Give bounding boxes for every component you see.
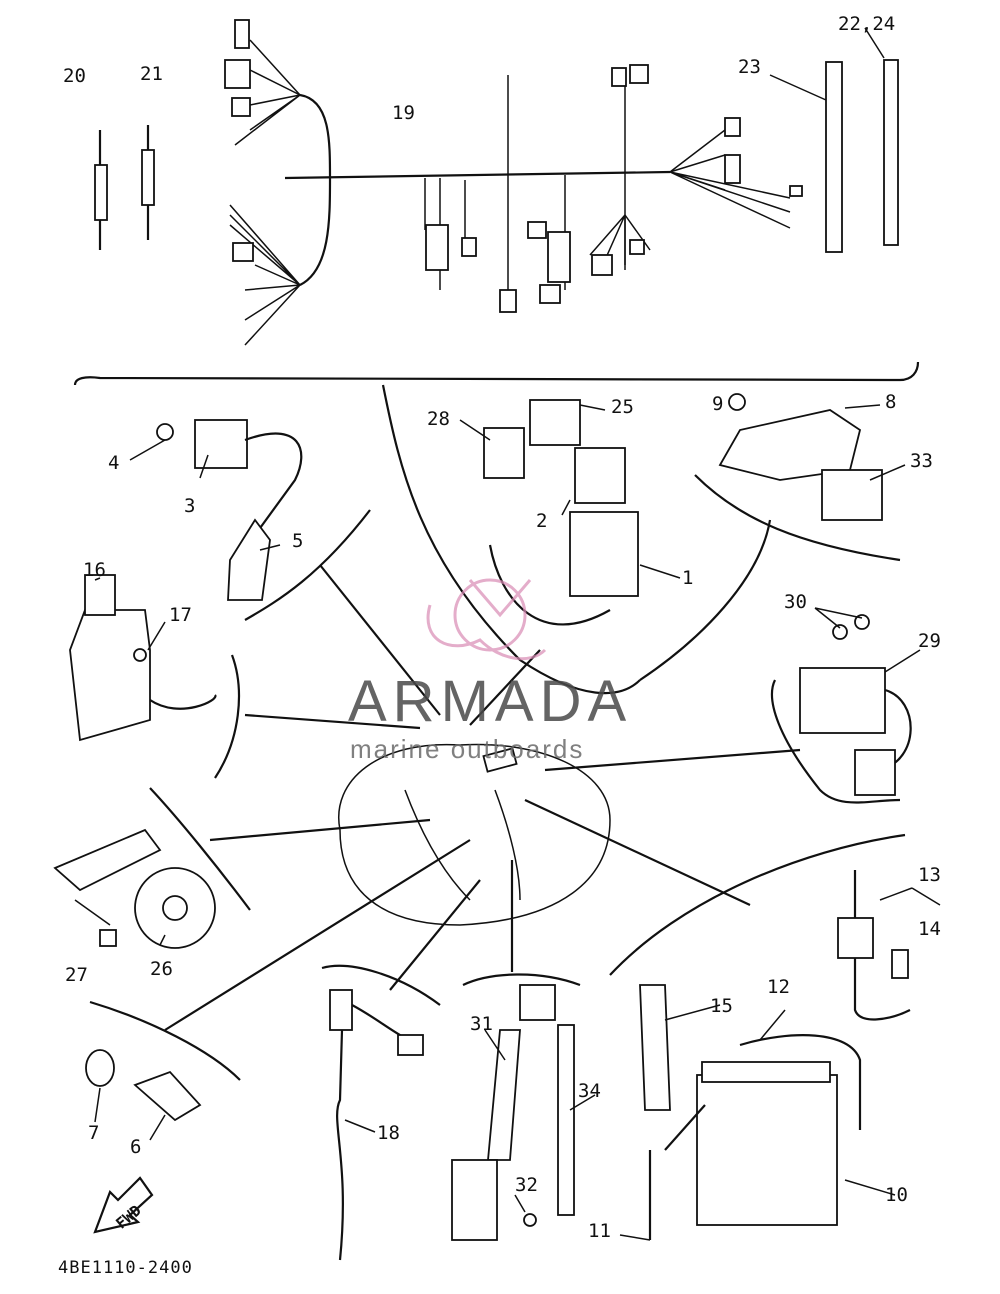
watermark-brand: ARMADA [348, 669, 633, 734]
frame-sketch [338, 743, 611, 926]
callout-11: 11 [588, 1220, 611, 1242]
callout-6: 6 [130, 1136, 142, 1158]
lead-cable [329, 989, 424, 1261]
callout-33: 33 [910, 450, 933, 472]
callout-7: 7 [88, 1122, 100, 1144]
screws [94, 125, 155, 250]
callout-32: 32 [515, 1174, 538, 1196]
wiring-harness [224, 19, 803, 346]
callout-28: 28 [427, 408, 450, 430]
neutral-switch [85, 1049, 202, 1141]
fwd-arrow [93, 1176, 154, 1234]
callout-15: 15 [710, 995, 733, 1017]
rectifier [837, 870, 941, 1021]
callout-9: 9 [712, 393, 724, 415]
starter-relay [799, 607, 921, 796]
main-switch [69, 574, 217, 742]
callout-29: 29 [918, 630, 941, 652]
callout-8: 8 [885, 391, 897, 413]
callout-12: 12 [767, 976, 790, 998]
callout-10: 10 [885, 1184, 908, 1206]
callout-26: 26 [150, 958, 173, 980]
callout-30: 30 [784, 591, 807, 613]
drawing-code: 4BE1110-2400 [58, 1258, 193, 1278]
leader-lines [164, 564, 801, 1031]
callout-19: 19 [392, 102, 415, 124]
battery [619, 984, 896, 1241]
ignition-coil [129, 419, 303, 601]
callout-31: 31 [470, 1013, 493, 1035]
callout-1: 1 [682, 567, 694, 589]
callout-25: 25 [611, 396, 634, 418]
callout-14: 14 [918, 918, 941, 940]
callout-27: 27 [65, 964, 88, 986]
callout-23: 23 [738, 56, 761, 78]
callout-20: 20 [63, 65, 86, 87]
callout-16: 16 [83, 559, 106, 581]
callout-3: 3 [184, 495, 196, 517]
sender-group [451, 984, 596, 1241]
horn [53, 828, 216, 949]
section-dividers [73, 361, 920, 1081]
regulator [718, 393, 906, 521]
callout-22-24: 22,24 [838, 13, 896, 35]
watermark-tagline: marine outboards [350, 734, 585, 764]
callout-5: 5 [292, 530, 304, 552]
callout-13: 13 [918, 864, 941, 886]
relay-group [459, 399, 681, 626]
watermark-logo [426, 578, 547, 661]
callout-17: 17 [169, 604, 192, 626]
callout-34: 34 [578, 1080, 601, 1102]
callout-21: 21 [140, 63, 163, 85]
callout-4: 4 [108, 452, 120, 474]
rods [769, 27, 899, 253]
callout-18: 18 [377, 1122, 400, 1144]
callout-2: 2 [536, 510, 548, 532]
